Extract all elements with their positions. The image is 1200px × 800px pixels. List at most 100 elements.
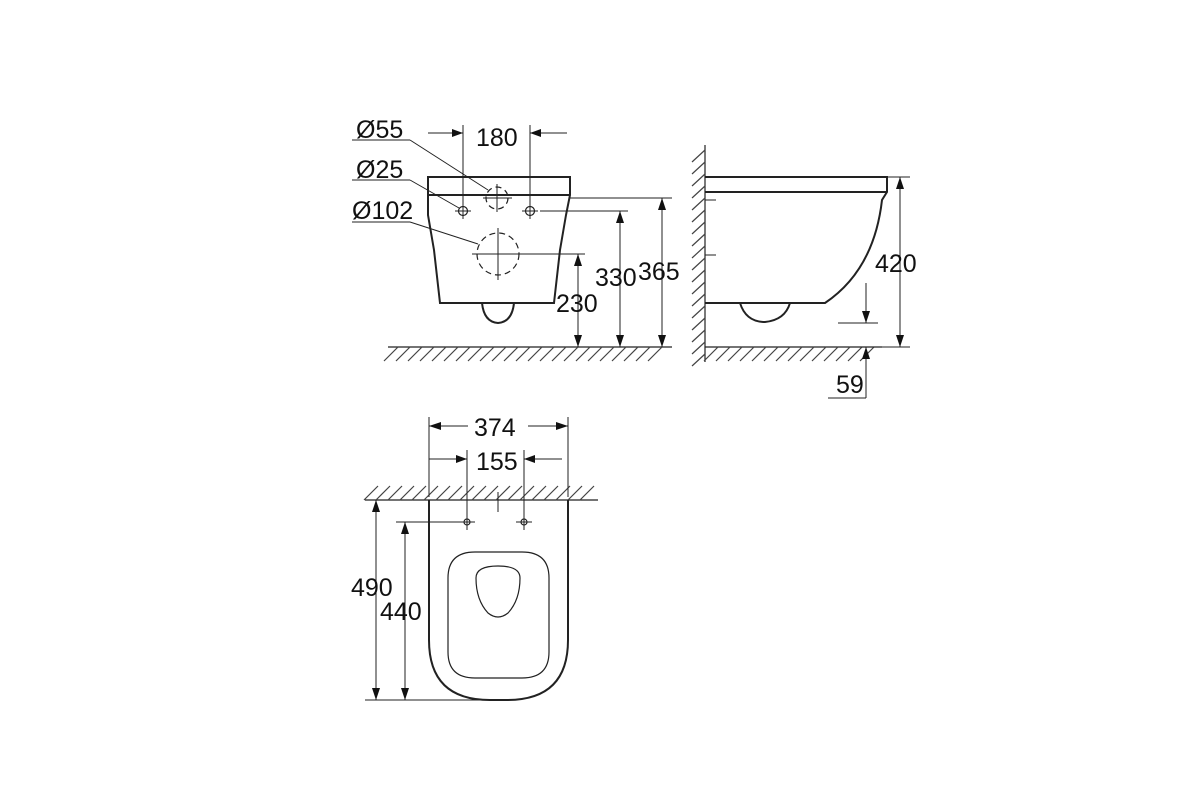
- hatch-stroke: [387, 485, 403, 501]
- label-180: 180: [476, 124, 518, 152]
- top-seat-outline: [447, 551, 550, 679]
- top-fixing-hole-left: [459, 514, 475, 530]
- top-view: 374 155 490 440: [351, 414, 598, 701]
- arrow-330-top: [616, 211, 624, 223]
- hatch-stroke: [691, 305, 706, 319]
- arrow-365-top: [658, 198, 666, 210]
- hatch-stroke: [691, 173, 706, 187]
- hatch-stroke: [567, 485, 583, 501]
- hatch-stroke: [407, 346, 423, 362]
- leader-fixing: [409, 179, 460, 209]
- hatch-stroke: [503, 346, 519, 362]
- label-230: 230: [556, 290, 598, 318]
- hatch-stroke: [491, 346, 507, 362]
- hatch-stroke: [399, 485, 415, 501]
- hatch-stroke: [811, 346, 827, 362]
- hatch-stroke: [383, 346, 399, 362]
- front-bowl-outline: [427, 176, 571, 304]
- hatch-stroke: [691, 221, 706, 235]
- hatch-stroke: [835, 346, 851, 362]
- hatch-stroke: [587, 346, 603, 362]
- arrow-230-bottom: [574, 335, 582, 347]
- hatch-stroke: [483, 485, 499, 501]
- hatch-stroke: [775, 346, 791, 362]
- hatch-stroke: [635, 346, 651, 362]
- hatch-stroke: [751, 346, 767, 362]
- arrow-374-left: [429, 422, 441, 430]
- arrow-330-bottom: [616, 335, 624, 347]
- hatch-stroke: [691, 317, 706, 331]
- hatch-stroke: [823, 346, 839, 362]
- hatch-stroke: [551, 346, 567, 362]
- arrow-59-top: [862, 311, 870, 323]
- label-59: 59: [836, 371, 864, 399]
- arrow-440-bottom: [401, 688, 409, 700]
- hatch-stroke: [471, 485, 487, 501]
- hatch-stroke: [691, 149, 706, 163]
- hatch-stroke: [691, 281, 706, 295]
- hatch-stroke: [691, 269, 706, 283]
- label-dia-fixing: Ø25: [356, 156, 403, 184]
- hatch-stroke: [467, 346, 483, 362]
- wall-hatch: [691, 149, 706, 367]
- hatch-stroke: [691, 353, 706, 367]
- fixing-hole-right: [522, 203, 538, 219]
- hatch-stroke: [419, 346, 435, 362]
- arrow-440-top: [401, 522, 409, 534]
- arrow-420-top: [896, 177, 904, 189]
- arrow-374-right: [556, 422, 568, 430]
- hatch-stroke: [787, 346, 803, 362]
- arrow-180-left: [452, 129, 463, 137]
- hatch-stroke: [691, 185, 706, 199]
- leader-inlet: [409, 221, 479, 245]
- hatch-stroke: [763, 346, 779, 362]
- hatch-stroke: [519, 485, 535, 501]
- top-wall-hatch: [363, 485, 595, 501]
- hatch-stroke: [727, 346, 743, 362]
- hatch-stroke: [691, 329, 706, 343]
- hatch-stroke: [703, 346, 719, 362]
- front-floor-hatch: [383, 346, 663, 362]
- hatch-stroke: [431, 346, 447, 362]
- hatch-stroke: [455, 346, 471, 362]
- label-365: 365: [638, 258, 680, 286]
- side-floor-hatch: [703, 346, 875, 362]
- hatch-stroke: [563, 346, 579, 362]
- arrow-230-top: [574, 254, 582, 266]
- hatch-stroke: [447, 485, 463, 501]
- hatch-stroke: [739, 346, 755, 362]
- top-bowl-opening: [475, 565, 521, 618]
- arrow-155-right: [524, 455, 535, 463]
- label-dia-outlet: Ø55: [356, 116, 403, 144]
- hatch-stroke: [479, 346, 495, 362]
- arrow-490-top: [372, 500, 380, 512]
- hatch-stroke: [847, 346, 863, 362]
- hatch-stroke: [543, 485, 559, 501]
- front-view: Ø55 Ø25 Ø102 180 230 330 365: [352, 116, 680, 362]
- hatch-stroke: [375, 485, 391, 501]
- label-330: 330: [595, 264, 637, 292]
- top-fixing-hole-right: [516, 514, 532, 530]
- hatch-stroke: [507, 485, 523, 501]
- hatch-stroke: [411, 485, 427, 501]
- hatch-stroke: [599, 346, 615, 362]
- hatch-stroke: [443, 346, 459, 362]
- side-outlet-bulge: [739, 302, 791, 324]
- hatch-stroke: [691, 245, 706, 259]
- side-view: 420 59: [691, 145, 917, 399]
- label-490: 490: [351, 574, 393, 602]
- hatch-stroke: [363, 485, 379, 501]
- hatch-stroke: [691, 161, 706, 175]
- hatch-stroke: [575, 346, 591, 362]
- leader-outlet: [409, 139, 489, 191]
- hatch-stroke: [647, 346, 663, 362]
- hatch-stroke: [691, 257, 706, 271]
- hatch-stroke: [531, 485, 547, 501]
- arrow-155-left: [456, 455, 467, 463]
- hatch-stroke: [539, 346, 555, 362]
- fixing-hole-left: [455, 203, 471, 219]
- label-420: 420: [875, 250, 917, 278]
- hatch-stroke: [691, 233, 706, 247]
- hatch-stroke: [691, 341, 706, 355]
- arrow-180-right: [530, 129, 541, 137]
